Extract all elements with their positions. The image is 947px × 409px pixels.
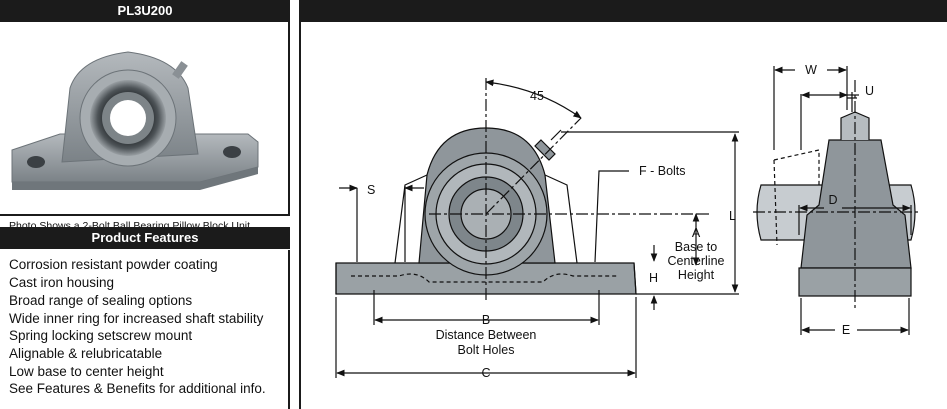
dim-b-desc-2: Bolt Holes [458, 343, 515, 357]
feature-item: Broad range of sealing options [9, 293, 193, 308]
dim-l-label: L [729, 209, 736, 223]
model-number: PL3U200 [117, 3, 173, 18]
feature-item: Alignable & relubricatable [9, 346, 163, 361]
dimension-drawing: 45 F - Bolts A Base to Centerline Height… [335, 63, 919, 380]
dim-a-label: A [692, 226, 701, 240]
dim-h-label: H [649, 271, 658, 285]
features-list: Corrosion resistant powder coating Cast … [0, 250, 290, 409]
dim-w-label: W [805, 63, 817, 77]
dim-c-label: C [481, 366, 490, 380]
features-title: Product Features [91, 230, 199, 245]
dim-u-label: U [865, 84, 874, 98]
features-header: Product Features [0, 227, 290, 249]
dim-d-label: D [828, 193, 837, 207]
product-photo [11, 51, 259, 190]
feature-item: See Features & Benefits for additional i… [9, 381, 266, 396]
feature-item: Spring locking setscrew mount [9, 328, 193, 343]
bolts-label: F - Bolts [639, 164, 686, 178]
feature-item: Corrosion resistant powder coating [9, 257, 218, 272]
drawing-header-bar [299, 0, 947, 22]
dim-s-label: S [367, 183, 375, 197]
model-header: PL3U200 [0, 0, 290, 22]
dim-b-desc-1: Distance Between [436, 328, 537, 342]
feature-item: Wide inner ring for increased shaft stab… [9, 311, 264, 326]
angle-label: 45 [530, 89, 544, 103]
dim-a-desc-1: Base to [675, 240, 717, 254]
dim-b-label: B [482, 313, 490, 327]
product-photo-frame: Photo Shows a 2-Bolt Ball Bearing Pillow… [0, 22, 290, 232]
product-info-panel: PL3U200 [0, 0, 290, 409]
feature-item: Low base to center height [9, 364, 164, 379]
feature-item: Cast iron housing [9, 275, 115, 290]
dim-e-label: E [842, 323, 850, 337]
dim-a-desc-2: Centerline [668, 254, 725, 268]
dim-a-desc-3: Height [678, 268, 715, 282]
dimension-drawing-panel: 45 F - Bolts A Base to Centerline Height… [299, 0, 947, 409]
